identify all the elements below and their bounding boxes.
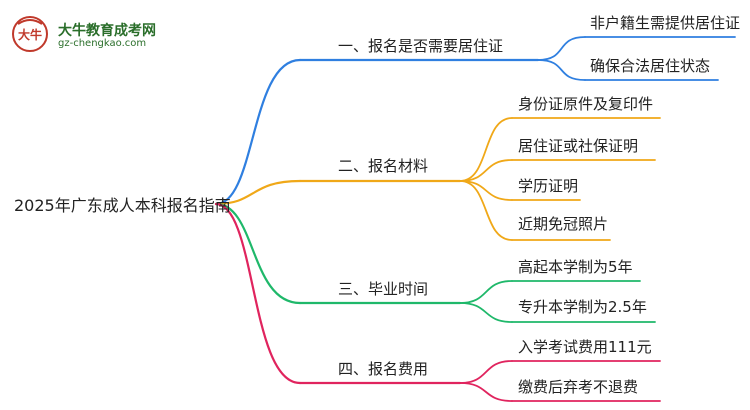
- leaf-legal-residence: 确保合法居住状态: [590, 57, 711, 75]
- connector-root-graduation: [214, 202, 302, 305]
- connector-residence-leaf-2: [537, 59, 586, 81]
- connector-root-materials: [214, 179, 302, 206]
- leaf-exam-fee: 入学考试费用111元: [518, 338, 652, 356]
- site-logo: 大牛 大牛教育成考网 gz-chengkao.com: [8, 14, 178, 54]
- branch-label-residence: 一、报名是否需要居住证: [338, 37, 504, 55]
- bull-logo-icon: 大牛: [12, 16, 48, 52]
- leaf-education-certificate: 学历证明: [518, 177, 579, 195]
- leaf-no-refund: 缴费后弃考不退费: [518, 378, 639, 396]
- leaf-2-5-years: 专升本学制为2.5年: [518, 298, 647, 316]
- logo-site-url: gz-chengkao.com: [58, 38, 147, 49]
- logo-site-name: 大牛教育成考网: [58, 23, 156, 39]
- connector-graduation-leaf-2: [459, 302, 513, 323]
- connector-materials-leaf-3: [459, 180, 513, 201]
- leaf-residence-permit-required: 非户籍生需提供居住证: [590, 14, 741, 32]
- connector-root-fees: [214, 202, 302, 385]
- logo-icon-text: 大牛: [18, 27, 42, 42]
- connector-materials-leaf-2: [459, 159, 513, 182]
- leaf-photo: 近期免冠照片: [518, 215, 609, 233]
- connector-materials-leaf-4: [459, 180, 513, 241]
- connector-materials-leaf-1: [459, 117, 513, 182]
- connector-fees-leaf-2: [459, 382, 513, 402]
- branch-label-fees: 四、报名费用: [338, 360, 429, 378]
- connector-graduation-leaf-1: [459, 280, 513, 304]
- connector-residence-leaf-1: [537, 36, 586, 61]
- leaf-id-card: 身份证原件及复印件: [518, 95, 654, 113]
- connector-fees-leaf-1: [459, 360, 513, 384]
- connector-root-residence: [214, 58, 302, 206]
- leaf-residence-or-social-security: 居住证或社保证明: [518, 137, 639, 155]
- leaf-5-years: 高起本学制为5年: [518, 258, 633, 276]
- branch-label-graduation: 三、毕业时间: [338, 280, 429, 298]
- branch-label-materials: 二、报名材料: [338, 157, 429, 175]
- root-node: 2025年广东成人本科报名指南: [14, 196, 231, 215]
